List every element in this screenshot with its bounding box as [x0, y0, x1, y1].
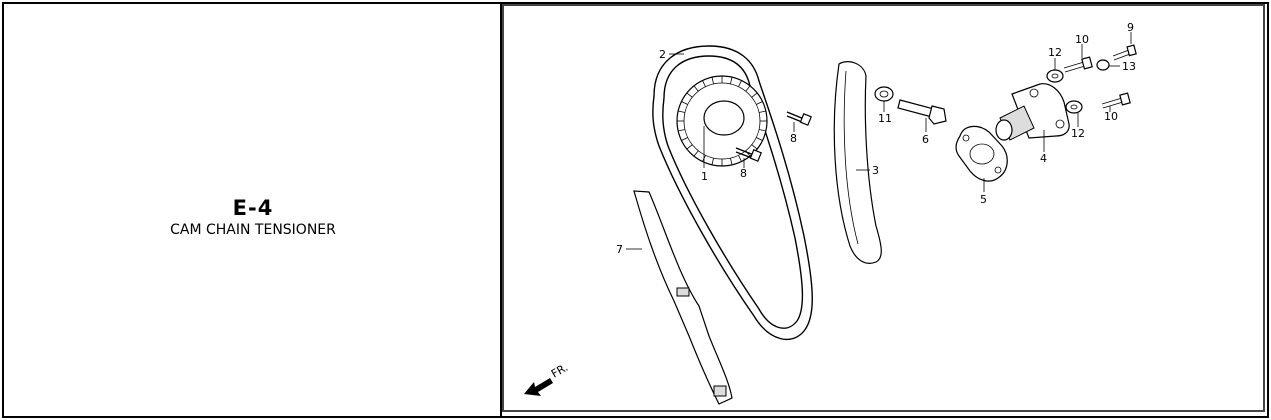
gasket-5: [955, 125, 1008, 182]
sprocket-tooth: [756, 101, 763, 105]
section-header-cell: E-4 CAM CHAIN TENSIONER: [4, 4, 502, 416]
callout-4: 4: [1040, 152, 1047, 165]
washer-11: [874, 86, 894, 102]
sprocket-tooth: [702, 80, 706, 87]
sprocket-tooth: [711, 77, 714, 85]
callout-7: 7: [616, 243, 623, 256]
sprocket-tooth: [678, 129, 686, 132]
direction-label: FR.: [549, 361, 570, 381]
callout-9: 9: [1127, 21, 1134, 34]
washer-12-upper: [1046, 69, 1064, 83]
callout-5: 5: [980, 193, 987, 206]
callout-8-lower: 8: [740, 167, 747, 180]
washer-12-lower: [1065, 100, 1083, 114]
sprocket-tooth: [730, 77, 733, 85]
sprocket-tooth: [758, 110, 766, 113]
callout-11: 11: [878, 112, 892, 125]
exploded-view-drawing: 1 2 3 4 5 6 7 8 8 9 10 10 11 12 12 13 FR…: [524, 21, 1137, 405]
sprocket-tooth: [693, 85, 699, 92]
cam-sprocket: [676, 75, 768, 167]
callout-1: 1: [701, 170, 708, 183]
sprocket-tooth: [686, 92, 693, 98]
callout-6: 6: [922, 133, 929, 146]
sprocket-tooth: [730, 157, 733, 165]
sprocket-tooth: [751, 144, 758, 150]
sealing-bolt-6: [897, 99, 947, 125]
callout-13: 13: [1122, 60, 1136, 73]
sprocket-tooth: [738, 155, 742, 162]
bolt-9: [1112, 44, 1137, 61]
section-title: CAM CHAIN TENSIONER: [170, 222, 336, 238]
callout-12-lower: 12: [1071, 127, 1085, 140]
arrow-left-down-icon: FR.: [524, 361, 570, 396]
parts-diagram: 1 2 3 4 5 6 7 8 8 9 10 10 11 12 12 13 FR…: [502, 4, 1265, 412]
o-ring-13: [1096, 59, 1110, 71]
callout-8-upper: 8: [790, 132, 797, 145]
section-code: E-4: [232, 196, 274, 220]
sprocket-tooth: [738, 80, 742, 87]
sprocket-tooth: [745, 85, 751, 92]
sprocket-tooth: [758, 129, 766, 132]
sprocket-tooth: [678, 110, 686, 113]
sprocket-tooth: [681, 137, 688, 141]
sprocket-tooth: [751, 92, 758, 98]
bolt-10-lower: [1101, 92, 1131, 109]
sprocket-tooth: [686, 144, 693, 150]
sprocket-tooth: [756, 137, 763, 141]
sprocket-tooth: [711, 157, 714, 165]
tensioner-lifter-4: [995, 83, 1070, 141]
tensioner-slipper: [833, 61, 882, 264]
callout-12-upper: 12: [1048, 46, 1062, 59]
callout-10-upper: 10: [1075, 33, 1089, 46]
callout-2: 2: [659, 48, 666, 61]
bolt-10-upper: [1063, 56, 1093, 73]
bolt-8-upper: [786, 111, 812, 126]
callout-labels: 1 2 3 4 5 6 7 8 8 9 10 10 11 12 12 13: [616, 21, 1136, 256]
leader-lines: [626, 32, 1132, 250]
bolt-8-lower: [735, 147, 762, 162]
callout-10-lower: 10: [1104, 110, 1118, 123]
callout-3: 3: [872, 164, 879, 177]
sprocket-tooth: [693, 150, 699, 157]
sprocket-tooth: [681, 101, 688, 105]
cam-chain-guide: [633, 190, 733, 405]
cam-chain: [652, 45, 813, 341]
